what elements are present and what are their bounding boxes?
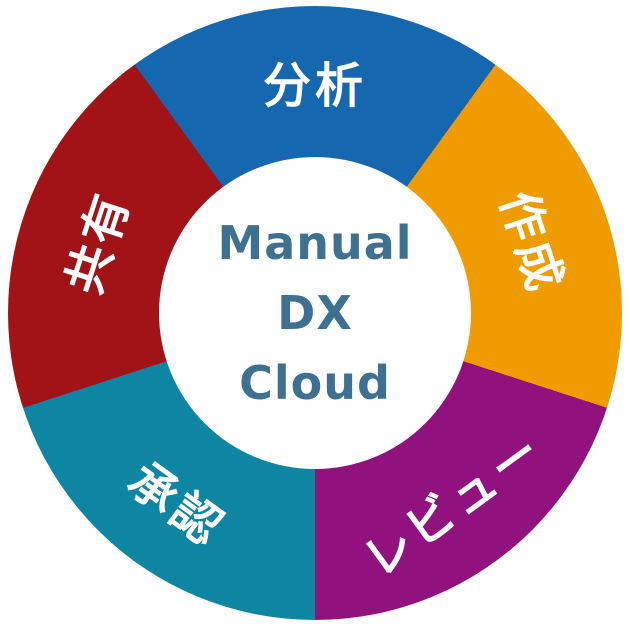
center-label-line-1: Manual — [217, 216, 413, 270]
center-label-line-2: DX — [277, 286, 353, 340]
center-label-line-3: Cloud — [239, 356, 391, 410]
chart-center: Manual DX Cloud — [159, 157, 471, 469]
segment-label-analysis: 分析 — [262, 58, 368, 114]
